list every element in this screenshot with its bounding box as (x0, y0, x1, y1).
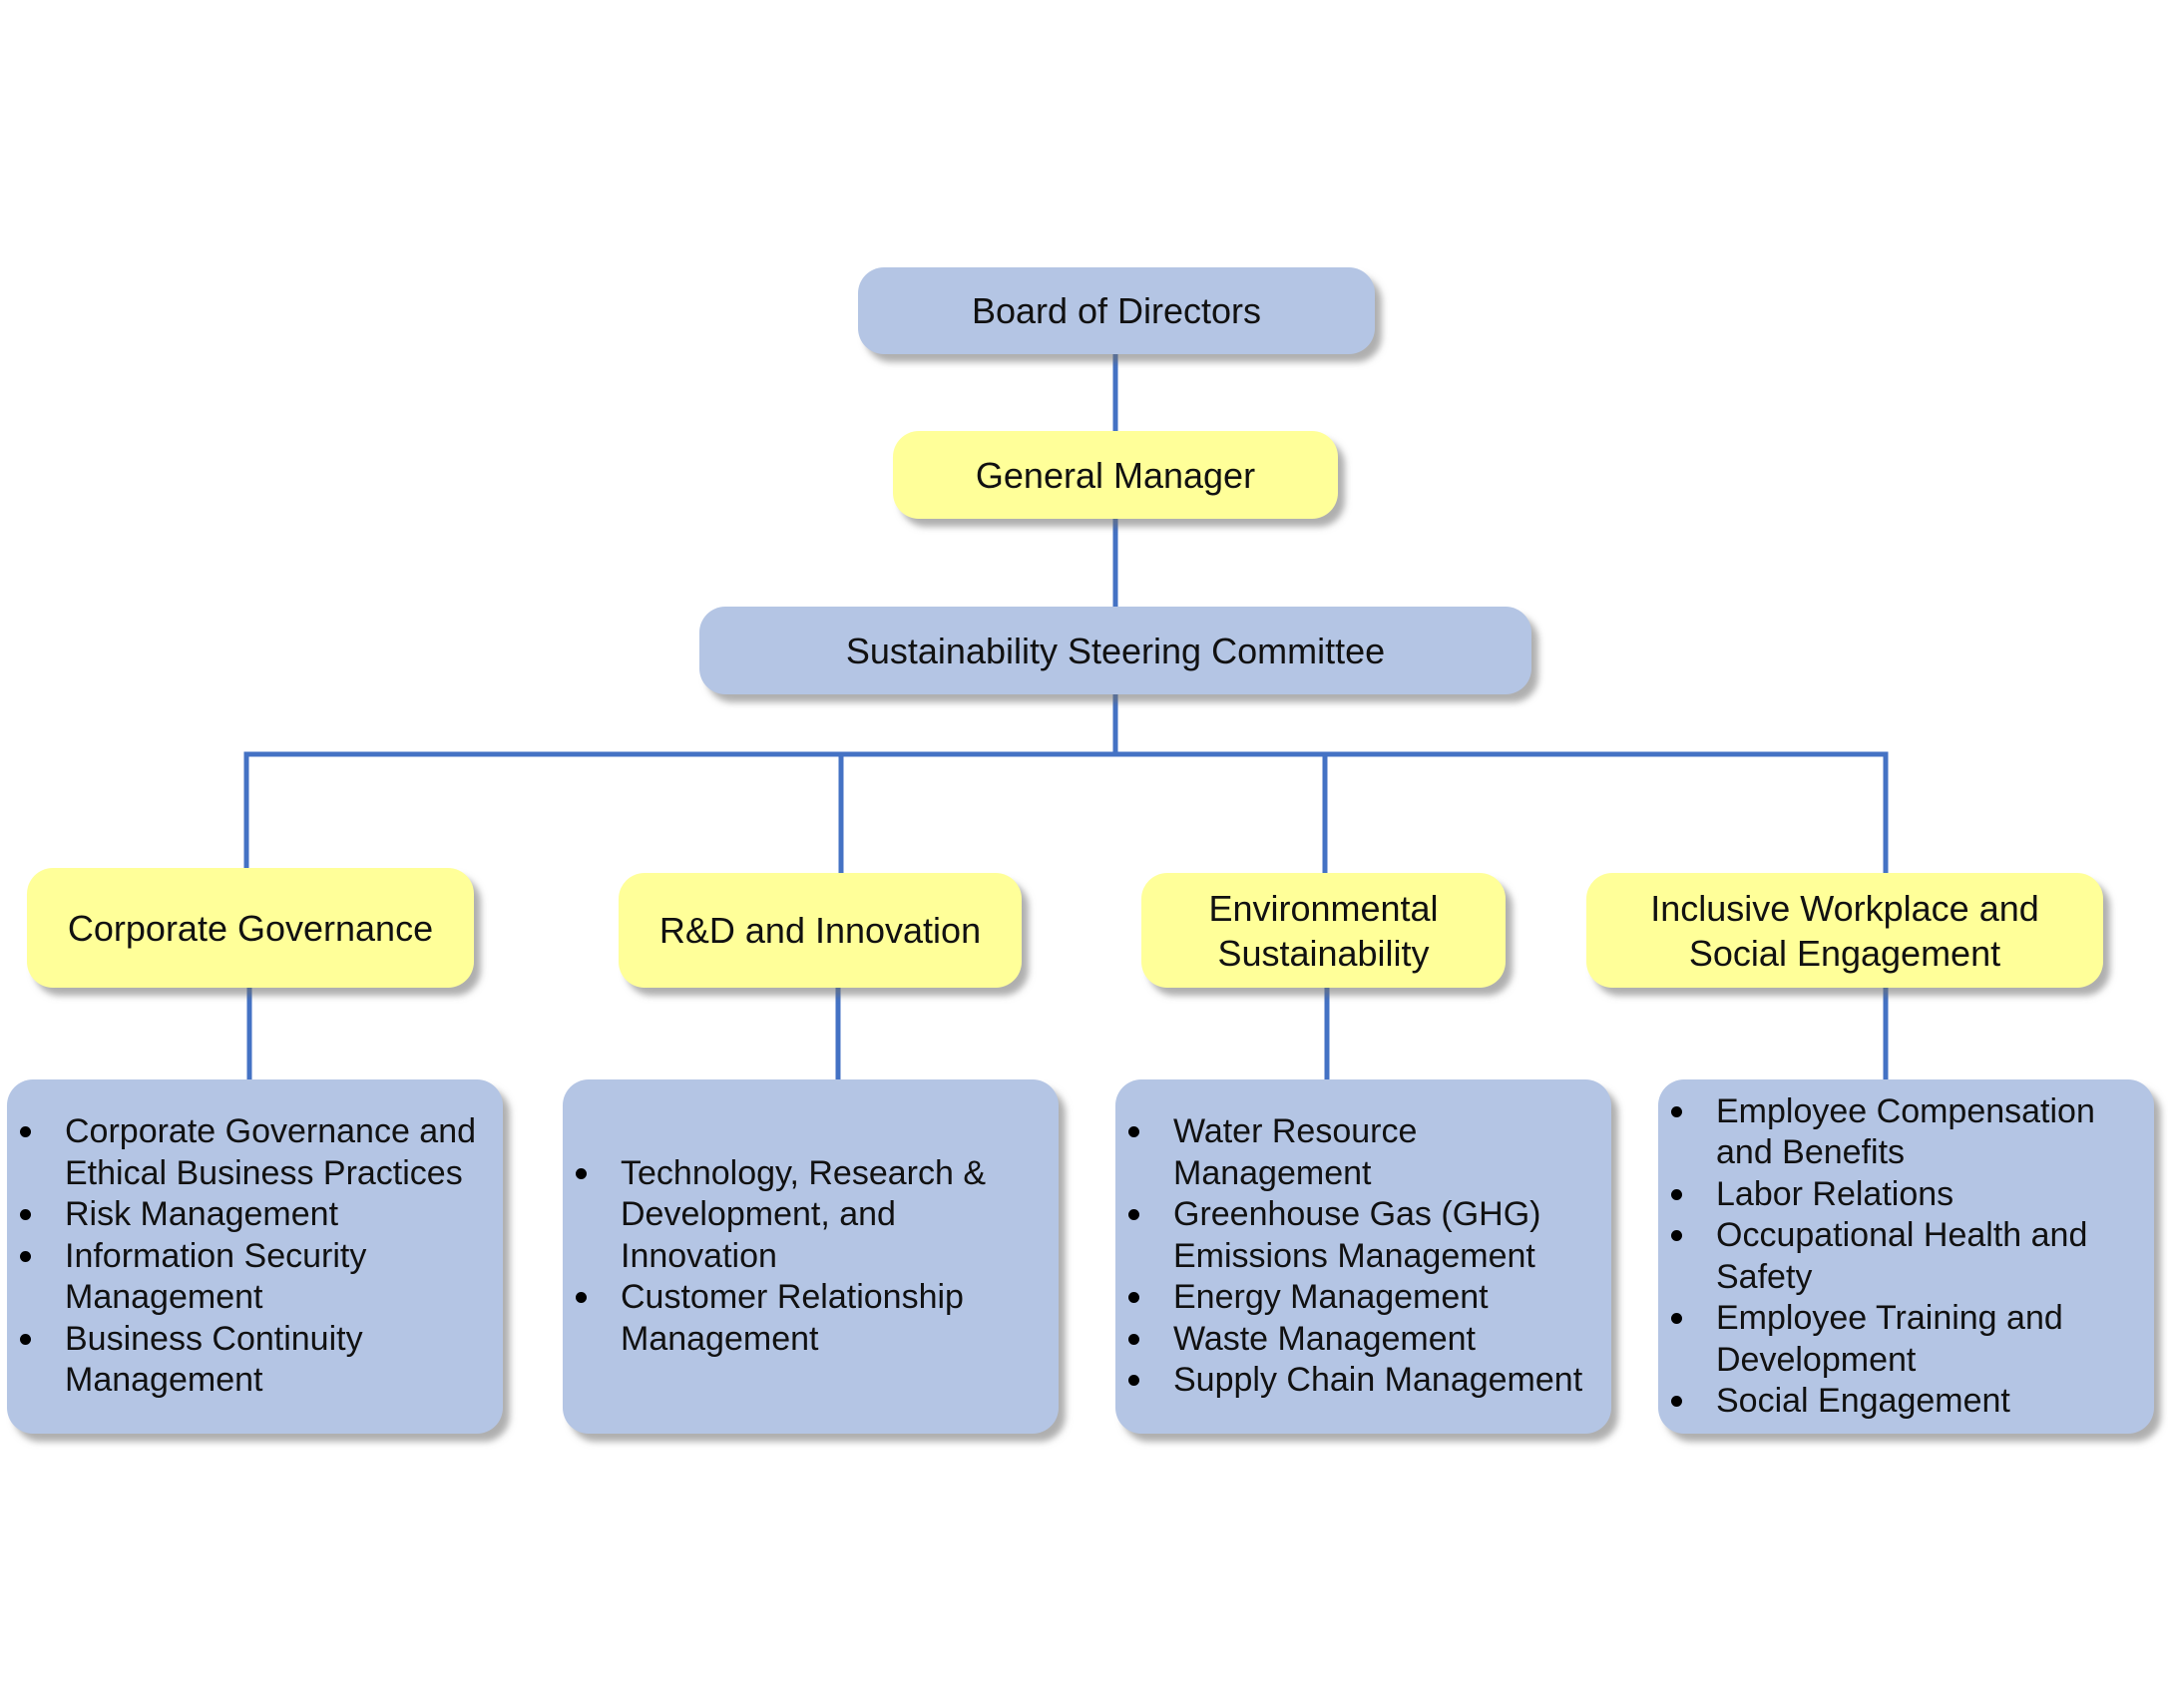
dept-environmental-sustainability-box: Environmental Sustainability (1141, 873, 1506, 988)
board-of-directors-label: Board of Directors (971, 290, 1262, 331)
details-inclusive-workplace-list: Employee Compensation and Benefits Labor… (1671, 1091, 2140, 1423)
list-item: Greenhouse Gas (GHG) Emissions Managemen… (1128, 1194, 1599, 1277)
list-item: Customer Relationship Management (576, 1277, 1037, 1360)
sustainability-committee-label: Sustainability Steering Committee (845, 630, 1386, 671)
list-item: Employee Training and Development (1671, 1298, 2140, 1381)
list-item: Labor Relations (1671, 1174, 2140, 1216)
board-of-directors-box: Board of Directors (858, 267, 1375, 354)
list-item: Water Resource Management (1128, 1111, 1599, 1194)
list-item: Technology, Research & Development, and … (576, 1153, 1037, 1278)
list-item: Energy Management (1128, 1277, 1599, 1319)
details-corporate-governance-list: Corporate Governance and Ethical Busines… (20, 1111, 481, 1402)
list-item: Waste Management (1128, 1319, 1599, 1361)
list-item: Information Security Management (20, 1236, 481, 1319)
sustainability-committee-box: Sustainability Steering Committee (699, 607, 1531, 694)
list-item: Employee Compensation and Benefits (1671, 1091, 2140, 1174)
dept-inclusive-workplace-box: Inclusive Workplace and Social Engagemen… (1586, 873, 2103, 988)
list-item: Risk Management (20, 1194, 481, 1236)
details-rd-innovation-list: Technology, Research & Development, and … (576, 1153, 1037, 1361)
general-manager-box: General Manager (893, 431, 1338, 519)
list-item: Occupational Health and Safety (1671, 1215, 2140, 1298)
dept-environmental-sustainability-label: Environmental Sustainability (1208, 887, 1439, 974)
list-item: Corporate Governance and Ethical Busines… (20, 1111, 481, 1194)
dept-inclusive-workplace-label: Inclusive Workplace and Social Engagemen… (1650, 887, 2039, 974)
details-environmental-sustainability-box: Water Resource Management Greenhouse Gas… (1115, 1079, 1611, 1434)
dept-corporate-governance-box: Corporate Governance (27, 868, 474, 988)
list-item: Supply Chain Management (1128, 1360, 1599, 1402)
list-item: Social Engagement (1671, 1381, 2140, 1423)
dept-rd-innovation-box: R&D and Innovation (619, 873, 1022, 988)
details-corporate-governance-box: Corporate Governance and Ethical Busines… (7, 1079, 503, 1434)
details-rd-innovation-box: Technology, Research & Development, and … (563, 1079, 1059, 1434)
dept-corporate-governance-label: Corporate Governance (67, 907, 434, 949)
list-item: Business Continuity Management (20, 1319, 481, 1402)
details-inclusive-workplace-box: Employee Compensation and Benefits Labor… (1658, 1079, 2154, 1434)
dept-rd-innovation-label: R&D and Innovation (658, 910, 982, 951)
details-environmental-sustainability-list: Water Resource Management Greenhouse Gas… (1128, 1111, 1599, 1402)
general-manager-label: General Manager (975, 454, 1256, 496)
